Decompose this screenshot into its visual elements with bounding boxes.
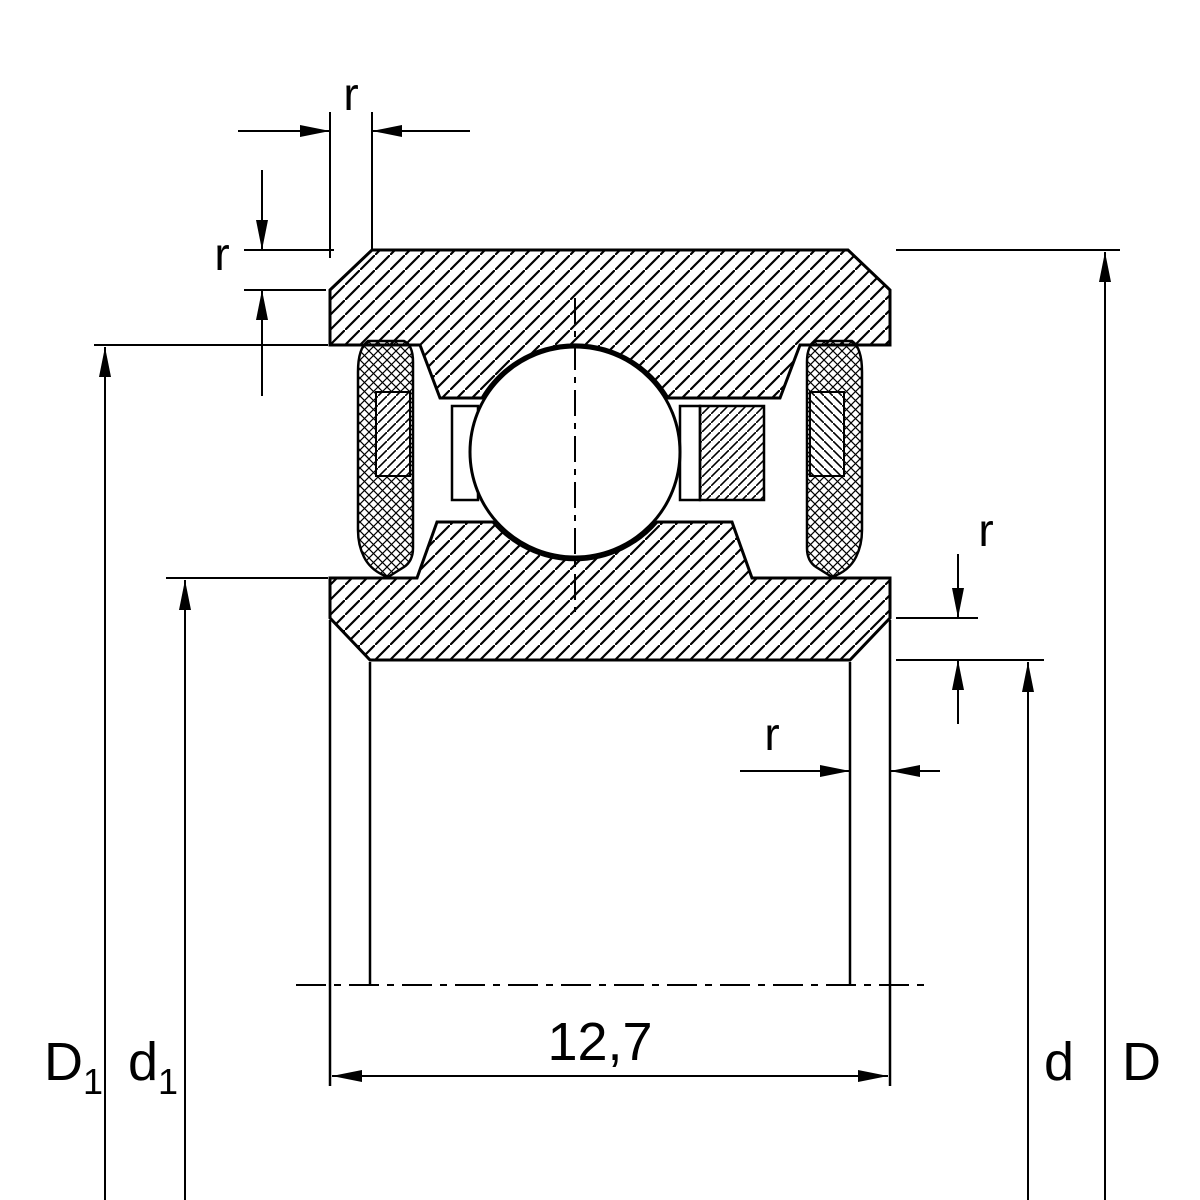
arrowhead [300, 125, 330, 137]
arrowhead [332, 1070, 362, 1082]
label-D1-subscript: 1 [83, 1061, 103, 1102]
arrowhead [1099, 252, 1111, 282]
dim-d [1022, 662, 1034, 1200]
arrowhead [256, 290, 268, 320]
dim-D [896, 249, 1120, 1200]
label-d: d [1044, 1032, 1074, 1092]
dim-r-top [238, 112, 470, 258]
dim-r-left [244, 170, 334, 396]
label-d1: d1 [128, 1032, 178, 1102]
outer-ring [328, 248, 892, 400]
label-d1-main: d [128, 1032, 158, 1092]
label-r-top: r [343, 68, 358, 120]
label-r-right-vertical: r [978, 504, 993, 556]
seal-metal-insert [375, 391, 411, 477]
cage-right-pocket [678, 404, 702, 502]
arrowhead [1022, 662, 1034, 692]
label-D: D [1122, 1032, 1161, 1092]
dim-d1 [166, 577, 328, 1200]
arrowhead [372, 125, 402, 137]
dimensions [94, 112, 1120, 1200]
dim-r-right-vertical [896, 554, 1044, 724]
label-r-right-horizontal: r [764, 708, 779, 760]
arrowhead [952, 588, 964, 618]
label-width-value: 12,7 [547, 1012, 652, 1072]
arrowhead [256, 220, 268, 250]
projection-lines [328, 620, 892, 1086]
arrowhead [952, 660, 964, 690]
label-D1-main: D [44, 1032, 83, 1092]
arrowhead [858, 1070, 888, 1082]
dim-D1 [94, 344, 328, 1200]
dim-width [332, 1070, 888, 1082]
label-d1-subscript: 1 [158, 1061, 178, 1102]
inner-ring [328, 520, 892, 662]
seal-right [805, 339, 864, 579]
bearing-cross-section [296, 248, 924, 1086]
arrowhead [179, 580, 191, 610]
label-D1: D1 [44, 1032, 103, 1102]
arrowhead [99, 347, 111, 377]
dim-r-right-horizontal [740, 765, 940, 777]
label-r-left: r [214, 228, 229, 280]
seal-left [356, 339, 415, 579]
cage-right-section [698, 404, 766, 502]
arrowhead [890, 765, 920, 777]
arrowhead [820, 765, 850, 777]
